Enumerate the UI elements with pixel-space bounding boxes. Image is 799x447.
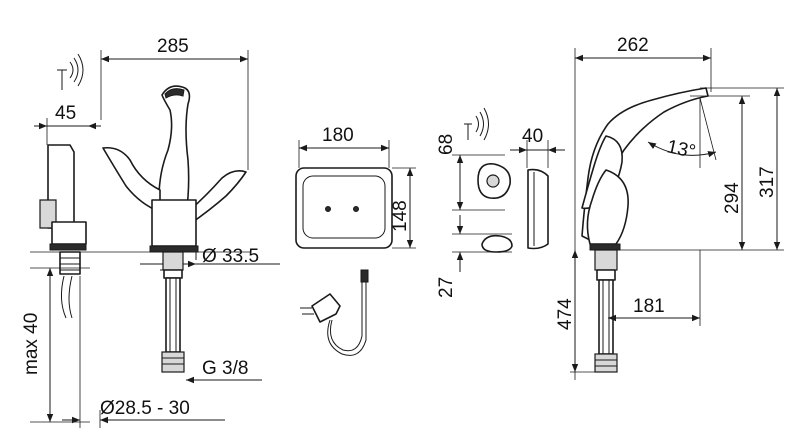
dim-label-thread: G 3/8 [202, 358, 248, 379]
dim-label-181: 181 [633, 296, 665, 317]
dim-left-width: 285 [100, 36, 249, 170]
dim-label-317: 317 [757, 166, 778, 198]
wireless-signal-icon [464, 107, 489, 141]
dim-label-40: 40 [522, 126, 543, 147]
center-tailpiece [161, 251, 185, 373]
side-sensor-module [39, 144, 87, 251]
dim-label-68: 68 [436, 134, 457, 155]
power-adapter [300, 269, 369, 356]
dim-label-474: 474 [555, 298, 576, 330]
dim-max-thickness: max 40 [21, 267, 90, 423]
faucet-body-front [102, 85, 247, 253]
dim-label-262: 262 [617, 35, 649, 56]
wireless-signal-icon [57, 53, 84, 90]
left-shank [59, 251, 81, 319]
dim-label-285: 285 [157, 36, 189, 57]
dim-label-hole-dia: Ø28.5 - 30 [100, 398, 190, 419]
dim-label-148: 148 [390, 200, 411, 232]
dim-hole-diameter: Ø28.5 - 30 [62, 276, 225, 428]
dim-label-base-dia: Ø 33.5 [202, 246, 259, 267]
sensor-plate [295, 167, 393, 249]
sensor-plate-view: 180 148 [295, 125, 416, 249]
dim-thread: G 3/8 [186, 358, 262, 384]
dim-label-294: 294 [722, 182, 743, 214]
left-faucet-view: 285 45 [21, 36, 280, 428]
small-sensor-view: 68 27 40 [436, 107, 565, 298]
dim-label-max: max 40 [21, 313, 42, 375]
dim-label-180: 180 [322, 125, 354, 146]
dim-base-diameter: Ø 33.5 [140, 246, 280, 271]
dim-sensor-offset: 45 [34, 103, 101, 145]
right-faucet-view: 262 13° 294 317 474 [555, 35, 784, 380]
dim-label-45: 45 [55, 103, 76, 124]
dim-label-angle: 13° [665, 136, 697, 163]
dim-label-27: 27 [436, 277, 457, 298]
